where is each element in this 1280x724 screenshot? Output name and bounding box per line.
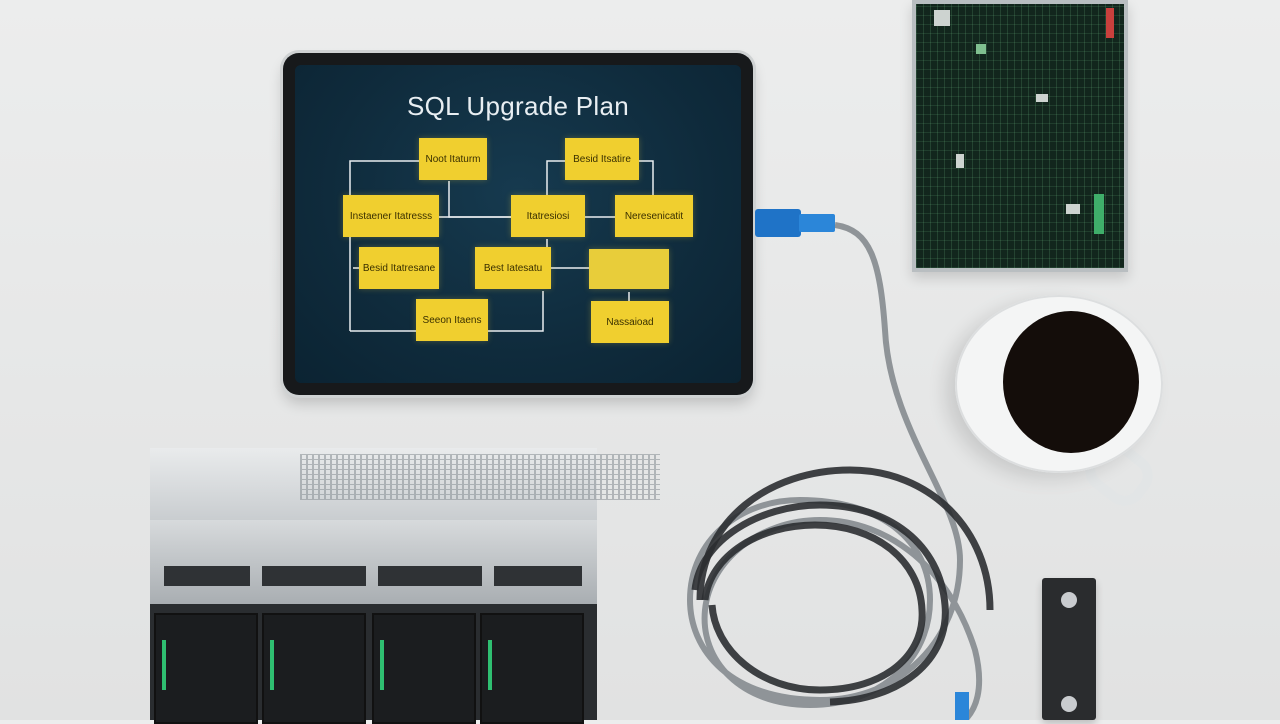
rack-server [150, 448, 660, 724]
coffee [1003, 311, 1139, 453]
metal-bracket [1042, 578, 1096, 720]
drive-led [270, 640, 274, 690]
drive-led [488, 640, 492, 690]
usb-connector-tip [799, 214, 835, 232]
server-slot [378, 566, 482, 586]
server-slot [262, 566, 366, 586]
flow-node: Noot Itaturm [419, 138, 487, 180]
flow-node: Besid Itatresane [359, 247, 439, 289]
flow-node: Instaener Itatresss [343, 195, 439, 237]
screen-title: SQL Upgrade Plan [406, 91, 630, 121]
server-rail [150, 520, 597, 604]
board-component [934, 10, 950, 26]
flow-node: Seeon Itaens [416, 299, 488, 341]
bracket-hole [1061, 592, 1077, 608]
board-component [956, 154, 964, 168]
flowchart-connectors [349, 160, 654, 332]
drive-led [162, 640, 166, 690]
drive-bay [480, 613, 584, 724]
bracket-hole [1061, 696, 1077, 712]
server-vent [300, 454, 660, 500]
board-component [1066, 204, 1080, 214]
circuit-board [912, 0, 1128, 272]
flow-node: Best Iatesatu [475, 247, 551, 289]
flow-node: Itatresiosi [511, 195, 585, 237]
server-slot [494, 566, 582, 586]
drive-bay [372, 613, 476, 724]
board-component [1106, 8, 1114, 38]
flow-node: Neresenicatit [615, 195, 693, 237]
server-slot [164, 566, 250, 586]
flow-node-blank [589, 249, 669, 289]
board-component [1094, 194, 1104, 234]
board-component [1036, 94, 1048, 102]
tablet: SQL Upgrade Plan Noot Itatur [283, 53, 753, 395]
flow-node: Nassaioad [591, 301, 669, 343]
drive-bay [262, 613, 366, 724]
tablet-screen: SQL Upgrade Plan Noot Itatur [295, 65, 741, 383]
board-component [976, 44, 986, 54]
server-front-panel [150, 448, 660, 520]
flow-node: Besid Itsatire [565, 138, 639, 180]
usb-connector [755, 209, 801, 237]
drive-led [380, 640, 384, 690]
drive-bay [154, 613, 258, 724]
